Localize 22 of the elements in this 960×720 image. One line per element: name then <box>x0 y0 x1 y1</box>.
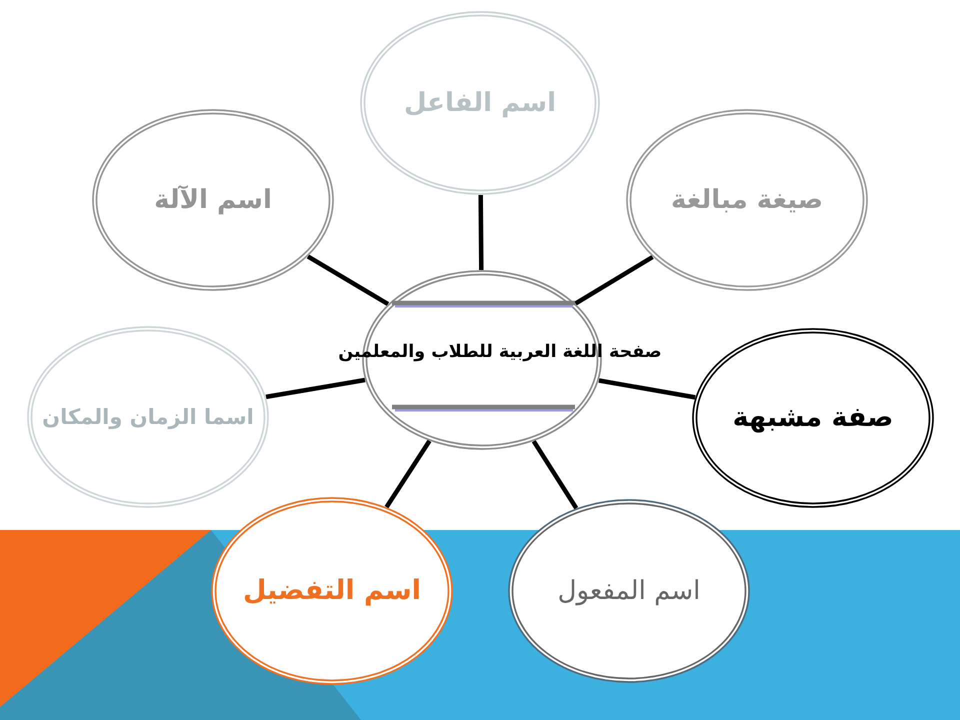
topic-label: صيغة مبالغة <box>671 184 823 216</box>
connector-line <box>478 194 484 270</box>
topic-label: اسما الزمان والمكان <box>42 404 254 430</box>
topic-ellipse <box>508 499 750 683</box>
topic-ellipse <box>626 109 868 291</box>
topic-label: اسم الآلة <box>154 184 272 216</box>
topic-label: صفة مشبهة <box>732 401 894 435</box>
connector-line <box>598 378 696 400</box>
topic-label: اسم التفضيل <box>243 574 421 608</box>
topic-ellipse <box>211 497 453 685</box>
connector-line <box>384 440 432 508</box>
topic-ellipse <box>92 109 334 291</box>
connector-line <box>266 378 366 400</box>
topic-ellipse <box>692 328 934 508</box>
topic-ellipse <box>27 326 269 508</box>
hub-title: صفحة اللغة العربية للطلاب والمعلمين <box>338 342 662 364</box>
connector-line <box>532 440 578 510</box>
connector-line <box>306 254 390 306</box>
topic-label: اسم المفعول <box>558 574 700 608</box>
topic-ellipse <box>360 11 600 195</box>
topic-label: اسم الفاعل <box>404 86 556 120</box>
connector-line <box>574 255 654 306</box>
